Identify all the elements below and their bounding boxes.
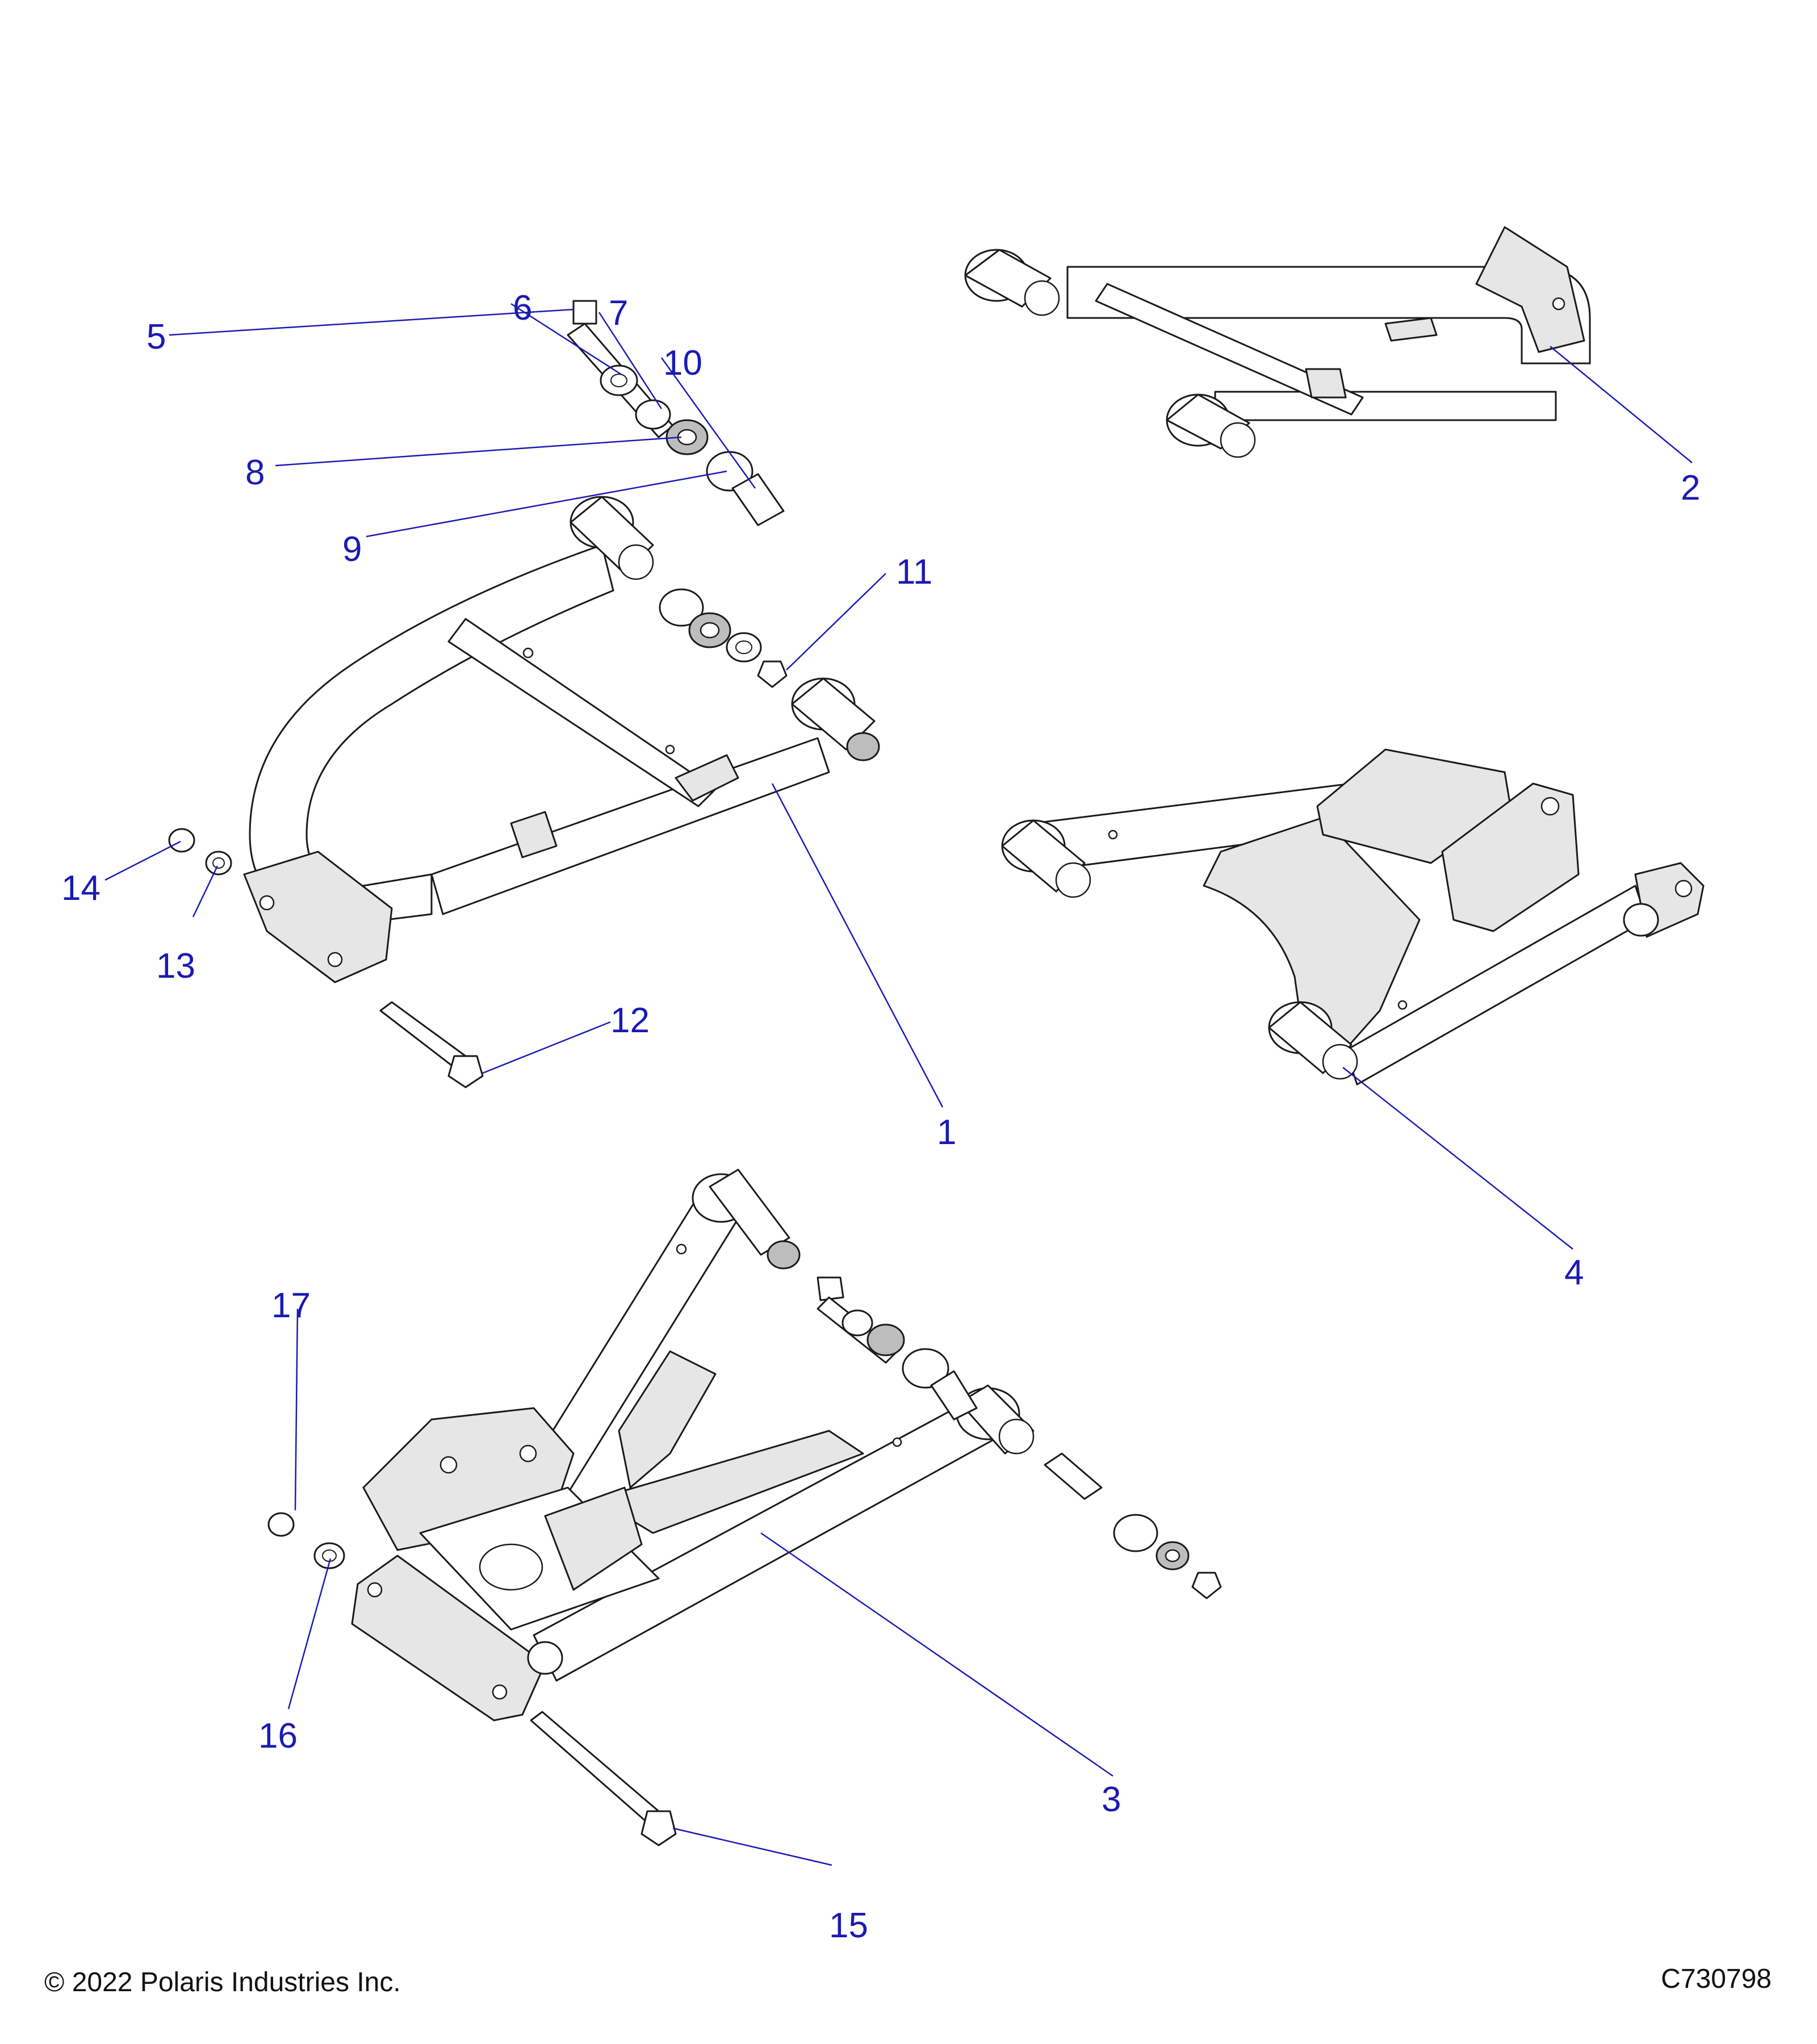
leader-14 [104,840,181,881]
callout-9: 9 [342,530,362,569]
callout-13: 13 [156,946,195,986]
leader-2 [1550,346,1693,463]
leader-10 [660,357,756,489]
callout-12: 12 [610,1001,650,1040]
leader-6 [510,303,622,376]
callout-7: 7 [609,294,628,333]
leader-4 [1342,1067,1573,1250]
leader-7 [598,312,663,409]
callout-numbers: 1 2 3 4 5 6 7 8 9 10 11 12 13 14 15 16 1… [61,288,1700,1945]
callout-15: 15 [829,1906,868,1945]
callout-16: 16 [258,1716,298,1756]
part-1-upper-arm [243,496,880,983]
callout-1: 1 [937,1113,956,1152]
leader-5 [169,308,574,336]
leader-12 [482,1021,611,1074]
leader-3 [760,1532,1113,1777]
callout-4: 4 [1564,1253,1584,1292]
callout-8: 8 [245,453,265,492]
callout-3: 3 [1102,1780,1121,1819]
callout-5: 5 [146,317,166,357]
leader-8 [275,436,682,467]
callout-14: 14 [61,869,101,908]
leader-15 [672,1827,832,1866]
callout-10: 10 [663,344,702,383]
part-2-upper-arm [964,226,1591,458]
leader-11 [786,573,886,671]
leader-16 [287,1558,332,1710]
callout-17: 17 [271,1286,311,1325]
leader-13 [192,865,219,918]
leader-1 [771,783,944,1108]
copyright-notice: © 2022 Polaris Industries Inc. [44,1967,401,1997]
callout-11: 11 [896,552,932,592]
part-4-lower-arm [1001,748,1705,1086]
drawing-number: C730798 [1661,1964,1772,1994]
callout-6: 6 [513,288,532,328]
leader-17 [294,1308,299,1511]
leader-lines [104,303,1693,1866]
part-3-lower-arm [351,1168,1035,1722]
part-1-hardware [168,300,788,1088]
callout-2: 2 [1681,468,1700,508]
part-3-hardware [267,1276,1222,1846]
leader-9 [366,470,727,538]
